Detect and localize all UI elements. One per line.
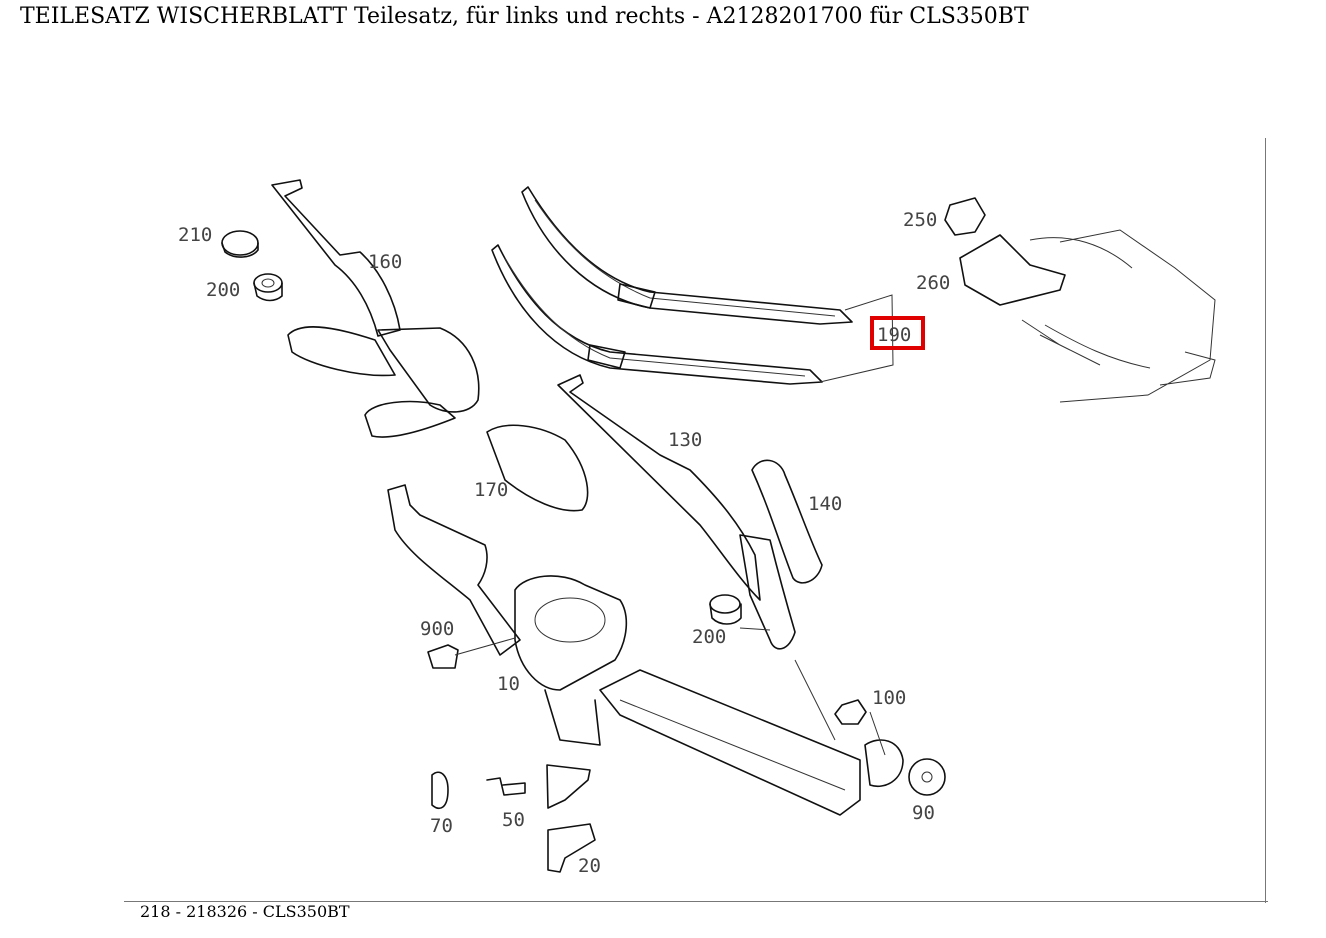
cover-170[interactable] xyxy=(486,424,589,512)
label-200-middle[interactable]: 200 xyxy=(692,626,726,648)
sensor-250[interactable] xyxy=(944,197,986,236)
install-arrow xyxy=(1029,237,1133,269)
wiper-linkage-frame[interactable] xyxy=(387,484,904,816)
label-260[interactable]: 260 xyxy=(916,272,950,294)
label-90[interactable]: 90 xyxy=(912,802,935,824)
label-210[interactable]: 210 xyxy=(178,224,212,246)
leader-100 xyxy=(869,711,886,756)
clip-900[interactable] xyxy=(427,644,459,669)
label-70[interactable]: 70 xyxy=(430,815,453,837)
label-140[interactable]: 140 xyxy=(808,493,842,515)
wiper-arm-left-160[interactable] xyxy=(271,179,480,413)
frame-bottom-border xyxy=(124,901,1268,902)
footer-model-code: 218 - 218326 - CLS350BT xyxy=(140,902,350,921)
wiper-motor-10[interactable] xyxy=(514,575,628,746)
label-200-top[interactable]: 200 xyxy=(206,279,240,301)
bracket-20[interactable] xyxy=(547,823,596,873)
wiper-blade-upper[interactable] xyxy=(521,186,853,325)
leader-to-spindle xyxy=(794,659,836,741)
label-190[interactable]: 190 xyxy=(877,324,911,346)
label-20[interactable]: 20 xyxy=(578,855,601,877)
bolt-50[interactable] xyxy=(486,777,526,796)
vehicle-outline xyxy=(1044,229,1216,403)
label-160[interactable]: 160 xyxy=(368,251,402,273)
label-50[interactable]: 50 xyxy=(502,809,525,831)
label-250[interactable]: 250 xyxy=(903,209,937,231)
blade-set-backplate xyxy=(819,294,894,383)
wiper-blade-lower[interactable] xyxy=(491,244,823,385)
bracket-upper[interactable] xyxy=(546,764,591,809)
arm-cover-upper[interactable] xyxy=(287,326,396,377)
label-900[interactable]: 900 xyxy=(420,618,454,640)
hose-140[interactable] xyxy=(751,459,823,584)
page-title: TEILESATZ WISCHERBLATT Teilesatz, für li… xyxy=(20,4,1029,29)
label-10[interactable]: 10 xyxy=(497,673,520,695)
washer-90[interactable] xyxy=(908,758,946,796)
cover-260[interactable] xyxy=(959,234,1066,306)
label-100[interactable]: 100 xyxy=(872,687,906,709)
arm-cover-lower[interactable] xyxy=(364,400,456,438)
cap-210[interactable] xyxy=(221,230,259,258)
wiper-arm-right-130[interactable] xyxy=(557,374,796,650)
nut-100[interactable] xyxy=(834,699,867,725)
frame-right-border xyxy=(1265,138,1266,903)
leader-900 xyxy=(454,637,516,656)
vehicle-wiper-sketch xyxy=(1021,319,1101,366)
leader-200-middle xyxy=(739,627,771,631)
label-130[interactable]: 130 xyxy=(668,429,702,451)
highlight-box-190 xyxy=(870,316,925,350)
grommet-70[interactable] xyxy=(431,771,449,809)
nut-200-top[interactable] xyxy=(253,273,283,302)
nut-200-middle[interactable] xyxy=(709,594,742,625)
label-170[interactable]: 170 xyxy=(474,479,508,501)
